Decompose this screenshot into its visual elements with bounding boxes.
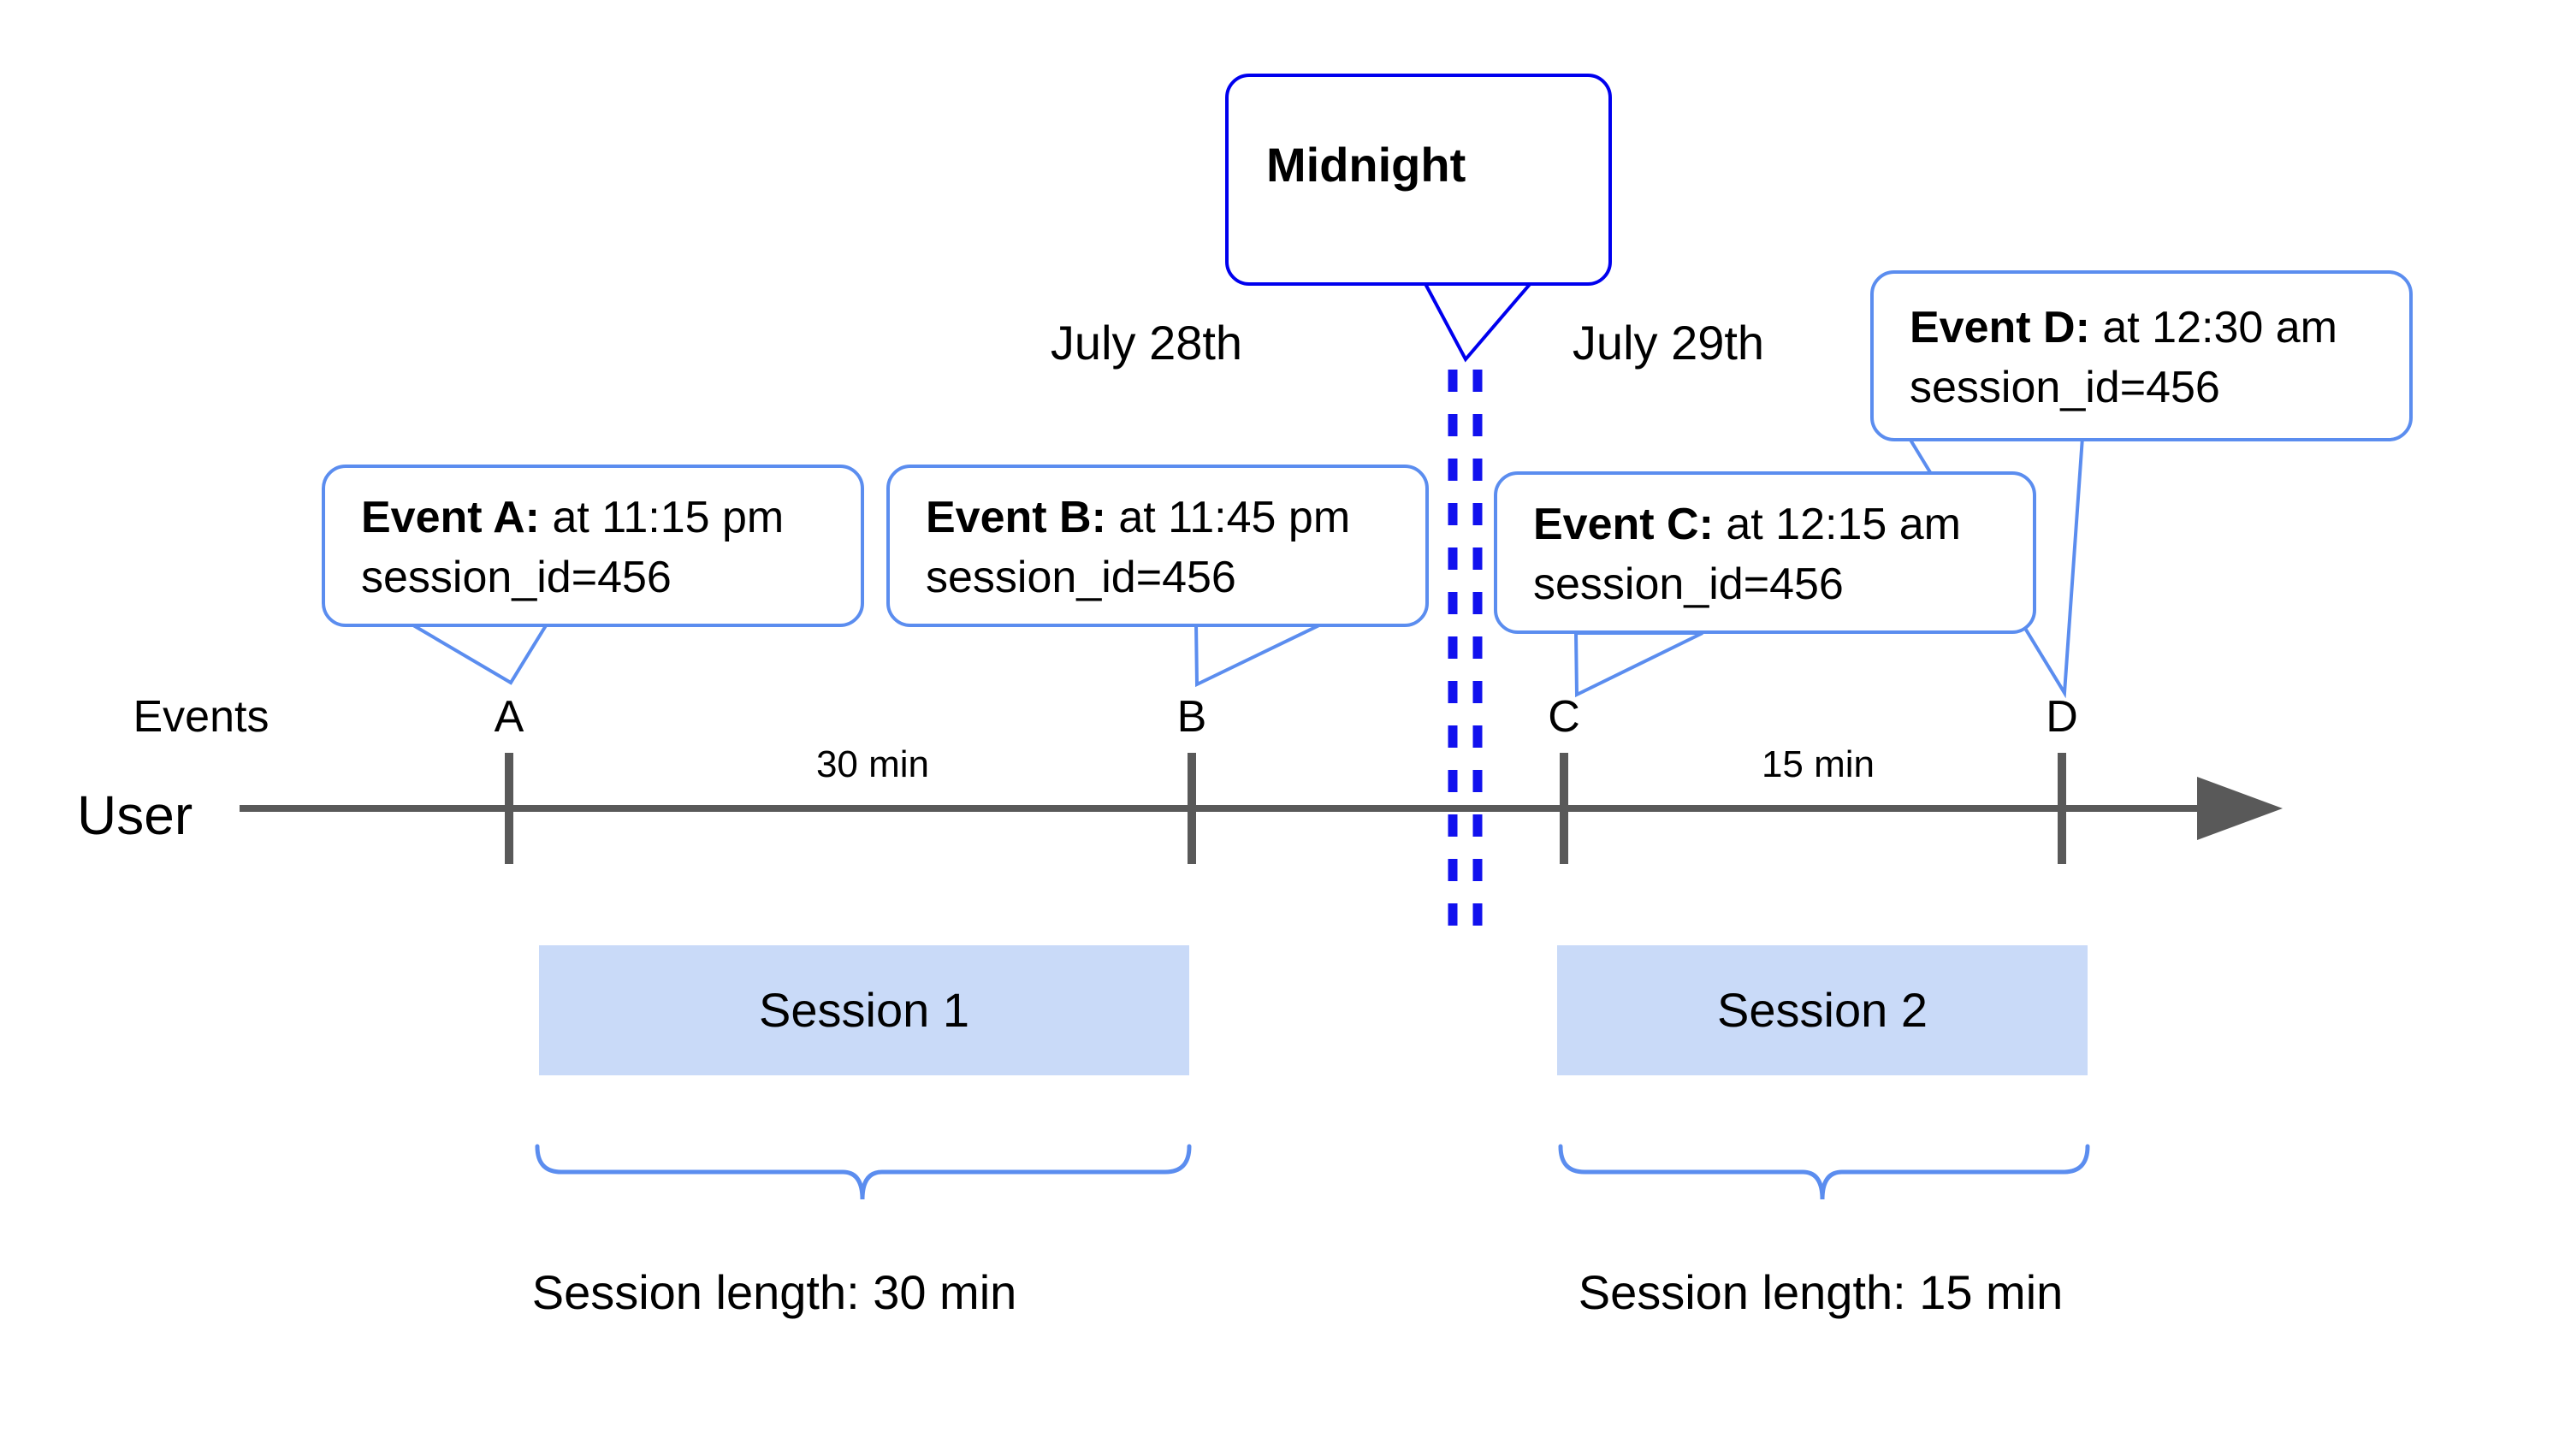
- callout-event-c-time: at 12:15 am: [1714, 500, 1961, 549]
- callout-event-b-line1: Event B: at 11:45 pm: [926, 493, 1350, 542]
- callout-midnight-box: [1225, 74, 1612, 286]
- callout-event-d-time: at 12:30 am: [2090, 303, 2337, 352]
- callout-event-a-box: [322, 465, 864, 627]
- callout-event-b-time: at 11:45 pm: [1106, 493, 1350, 542]
- callout-event-d: Event D: at 12:30 am session_id=456: [1870, 270, 2413, 699]
- callout-event-d-line1: Event D: at 12:30 am: [1910, 303, 2337, 352]
- callout-event-b: Event B: at 11:45 pm session_id=456: [886, 465, 1429, 688]
- callout-event-a-title: Event A:: [361, 493, 540, 542]
- callout-event-b-title: Event B:: [926, 493, 1106, 542]
- row-label-user: User: [77, 784, 193, 846]
- event-label-c: C: [1548, 692, 1580, 742]
- callout-event-d-box: [1870, 270, 2413, 441]
- day-label-july-29: July 29th: [1573, 316, 1764, 370]
- gap-label-30min: 30 min: [816, 743, 929, 785]
- session-bar-2: [1557, 945, 2088, 1075]
- row-label-events: Events: [133, 692, 270, 742]
- event-label-b: B: [1177, 692, 1207, 742]
- timeline-arrow-icon: [2197, 777, 2283, 840]
- callout-event-a-tail: [402, 621, 551, 685]
- callout-event-b-box: [886, 465, 1429, 627]
- session-bar-1: [539, 945, 1189, 1075]
- session-brace-2: [1558, 1144, 2090, 1200]
- session-length-label-2: Session length: 15 min: [1579, 1265, 2064, 1319]
- gap-label-15min: 15 min: [1762, 743, 1875, 785]
- callout-event-d-title: Event D:: [1910, 303, 2090, 352]
- callout-event-c-title: Event C:: [1533, 500, 1714, 549]
- callout-event-c-tail: [1573, 631, 1703, 698]
- session-bar-label-1: Session 1: [759, 983, 969, 1037]
- callout-event-c-line1: Event C: at 12:15 am: [1533, 500, 1961, 549]
- event-label-d: D: [2046, 692, 2078, 742]
- callout-event-b-tail: [1194, 621, 1325, 688]
- callout-event-a: Event A: at 11:15 pm session_id=456: [322, 465, 864, 685]
- callout-event-c-line2: session_id=456: [1533, 559, 1844, 609]
- callout-event-c: Event C: at 12:15 am session_id=456: [1494, 471, 2036, 698]
- callout-event-c-box: [1494, 471, 2036, 634]
- session-bar-label-2: Session 2: [1717, 983, 1928, 1037]
- callout-event-a-line1: Event A: at 11:15 pm: [361, 493, 784, 542]
- callout-event-a-time: at 11:15 pm: [540, 493, 784, 542]
- callout-midnight-tail: [1421, 281, 1536, 363]
- callout-midnight: Midnight: [1225, 74, 1612, 363]
- session-brace-1: [535, 1144, 1192, 1200]
- event-label-a: A: [495, 692, 524, 742]
- callout-event-d-line2: session_id=456: [1910, 363, 2220, 412]
- callout-event-b-line2: session_id=456: [926, 553, 1236, 602]
- callout-event-a-line2: session_id=456: [361, 553, 672, 602]
- day-label-july-28: July 28th: [1051, 316, 1242, 370]
- session-length-label-1: Session length: 30 min: [532, 1265, 1017, 1319]
- callout-midnight-label: Midnight: [1266, 138, 1466, 192]
